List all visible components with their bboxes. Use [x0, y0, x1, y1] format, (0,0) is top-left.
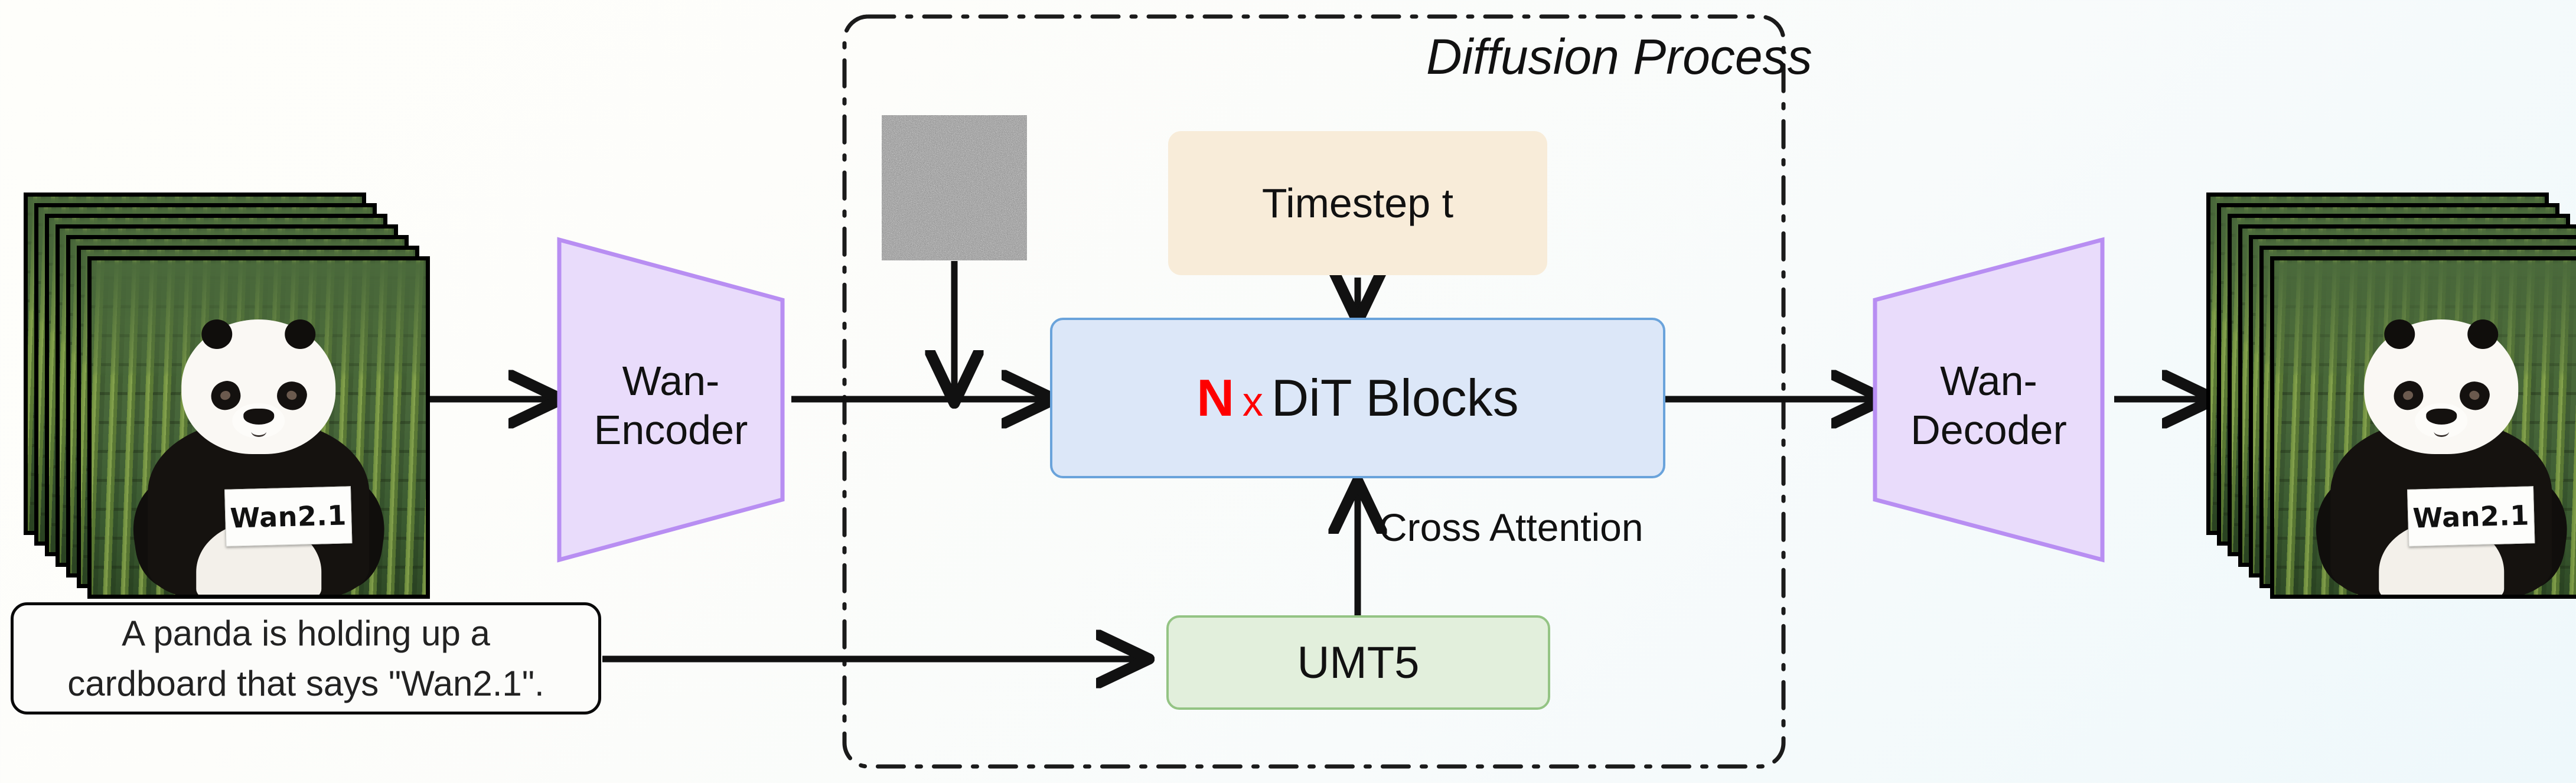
- prompt-line1: A panda is holding up a: [122, 613, 490, 653]
- wan-encoder-shape[interactable]: [557, 237, 785, 563]
- diffusion-process-title: Diffusion Process: [1426, 29, 1812, 84]
- prompt-line2: cardboard that says "Wan2.1".: [67, 664, 544, 703]
- timestep-box[interactable]: Timestep t: [1168, 131, 1547, 275]
- dit-blocks-label: N x DiT Blocks: [1196, 368, 1518, 428]
- dit-blocks-box[interactable]: N x DiT Blocks: [1050, 318, 1665, 478]
- video-frame-front: Wan2.1: [2270, 256, 2576, 599]
- panda-sign: Wan2.1: [2407, 486, 2535, 547]
- panda-figure: Wan2.1: [2308, 314, 2574, 595]
- video-frame-front: Wan2.1: [87, 256, 430, 599]
- timestep-label: Timestep t: [1261, 180, 1454, 226]
- cross-attention-label: Cross Attention: [1379, 505, 1644, 549]
- output-video-frames[interactable]: Wan2.1: [2206, 193, 2576, 606]
- umt5-label: UMT5: [1297, 637, 1420, 688]
- panda-sign-text: Wan2.1: [2412, 499, 2530, 534]
- dit-blocks-text: DiT Blocks: [1271, 368, 1519, 427]
- input-video-frames[interactable]: Wan2.1: [24, 193, 431, 606]
- umt5-box[interactable]: UMT5: [1166, 615, 1550, 710]
- diffusion-process-boundary: [842, 14, 1786, 769]
- dit-multiplier: x: [1242, 379, 1263, 425]
- prompt-box[interactable]: A panda is holding up a cardboard that s…: [11, 602, 601, 715]
- panda-figure: Wan2.1: [126, 314, 392, 595]
- wan-decoder-shape[interactable]: [1873, 237, 2105, 563]
- prompt-text: A panda is holding up a cardboard that s…: [52, 608, 559, 709]
- dit-count: N: [1196, 368, 1234, 427]
